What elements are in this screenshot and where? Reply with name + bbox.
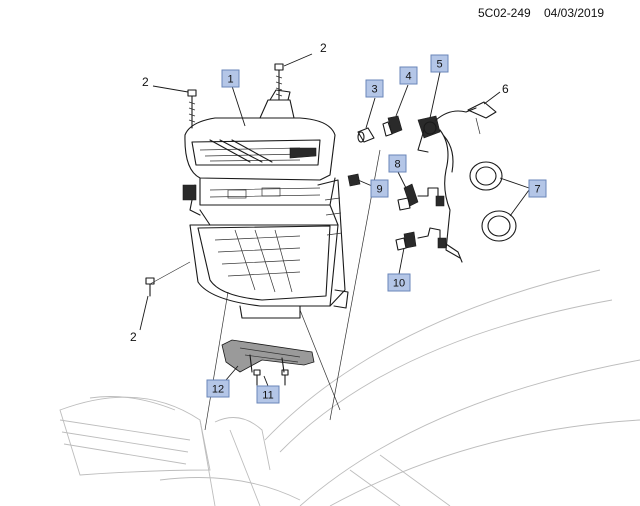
ref-6: 6 — [502, 82, 509, 96]
callout-11: 11 — [256, 385, 280, 404]
callout-7: 7 — [528, 179, 547, 198]
ref-2-low: 2 — [130, 330, 137, 344]
svg-text:4: 4 — [405, 71, 411, 83]
bracket-part-12 — [221, 339, 315, 373]
svg-text:8: 8 — [394, 159, 400, 171]
clip-part-6 — [467, 101, 497, 135]
callout-4: 4 — [399, 66, 418, 85]
svg-text:1: 1 — [227, 74, 233, 86]
svg-text:3: 3 — [371, 84, 377, 96]
figure-date: 04/03/2019 — [544, 6, 604, 20]
vehicle-body-outline — [59, 269, 640, 506]
callout-12: 12 — [206, 379, 230, 398]
ref-2-top: 2 — [320, 41, 327, 55]
socket-part-4 — [382, 115, 403, 137]
callout-10: 10 — [387, 273, 411, 292]
svg-text:12: 12 — [212, 384, 224, 396]
callout-9: 9 — [370, 179, 389, 198]
callout-1: 1 — [221, 69, 240, 88]
seal-part-7 — [469, 161, 517, 242]
figure-id: 5C02-249 — [478, 6, 531, 20]
svg-text:10: 10 — [393, 278, 405, 290]
svg-text:11: 11 — [262, 390, 273, 402]
screws — [145, 63, 289, 386]
socket-part-10 — [395, 227, 463, 263]
callout-3: 3 — [365, 79, 384, 98]
guide-lines — [204, 149, 381, 431]
callout-8: 8 — [388, 154, 407, 173]
leader-lines — [139, 53, 530, 387]
ref-2-left: 2 — [142, 75, 149, 89]
bulb-part-3 — [357, 127, 375, 143]
socket-part-8 — [397, 183, 445, 211]
headlamp-assembly — [182, 89, 349, 319]
svg-text:5: 5 — [436, 59, 442, 71]
harness-part-5 — [417, 107, 477, 259]
svg-text:9: 9 — [376, 184, 382, 196]
clip-part-9 — [347, 173, 361, 187]
svg-text:7: 7 — [534, 184, 540, 196]
callout-5: 5 — [430, 54, 449, 73]
